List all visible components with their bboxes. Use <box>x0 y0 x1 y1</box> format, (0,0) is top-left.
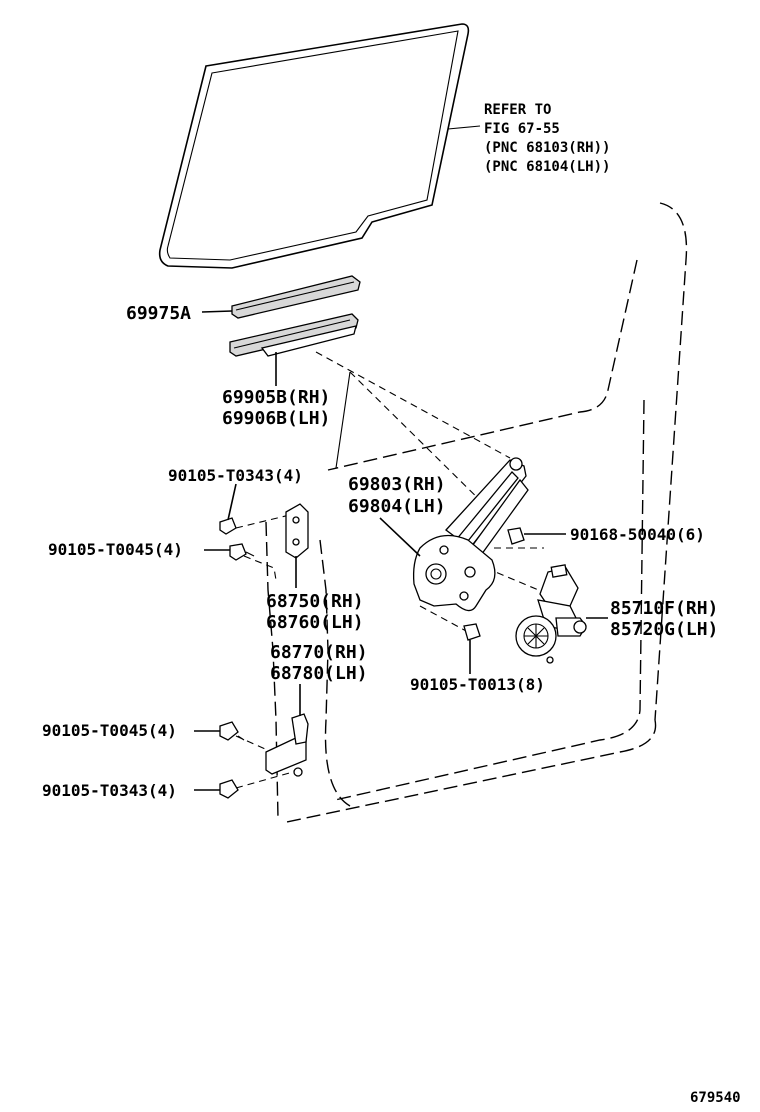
label-68750: 68750(RH) <box>266 591 364 612</box>
label-69906B: 69906B(LH) <box>222 408 330 429</box>
label-90105-T0343-bot: 90105-T0343(4) <box>42 781 177 800</box>
figure-number: 679540 <box>690 1090 741 1106</box>
glass-channel-lower <box>229 313 359 357</box>
label-69905B: 69905B(RH) <box>222 387 330 408</box>
guide-dash-4 <box>243 555 277 581</box>
bolt-90105-T0343-bot <box>219 779 239 799</box>
door-panel-outline <box>265 202 688 824</box>
bolt-90105-T0343-top <box>219 517 237 535</box>
label-90105-T0343-top: 90105-T0343(4) <box>168 466 303 485</box>
guide-dash-9 <box>235 769 301 789</box>
upper-bracket <box>285 503 309 559</box>
label-68760: 68760(LH) <box>266 612 364 633</box>
refer-line4: (PNC 68104(LH)) <box>484 159 610 175</box>
regulator-motor <box>515 564 587 664</box>
leader-90105-T0343-top <box>335 371 351 469</box>
leader-69975A <box>201 310 233 313</box>
refer-line2: FIG 67-55 <box>484 121 560 137</box>
leader-69803 <box>379 517 421 557</box>
label-68780: 68780(LH) <box>270 663 368 684</box>
leader-90105-T0343-top-b <box>227 483 237 521</box>
bolt-90105-T0045-bot <box>219 721 245 741</box>
guide-dash-7 <box>419 605 469 633</box>
label-90105-T0013: 90105-T0013(8) <box>410 675 545 694</box>
label-90105-T0045-top: 90105-T0045(4) <box>48 540 183 559</box>
lower-bracket <box>265 713 309 777</box>
door-glass <box>158 23 470 269</box>
label-69975A: 69975A <box>126 303 191 324</box>
label-90168-50040: 90168-50040(6) <box>570 525 705 544</box>
label-90105-T0045-bot: 90105-T0045(4) <box>42 721 177 740</box>
screw-90168-50040 <box>507 527 525 545</box>
refer-line1: REFER TO <box>484 102 551 118</box>
bolt-90105-T0045-top <box>229 543 255 561</box>
glass-channel-upper <box>231 275 361 319</box>
label-85720G: 85720G(LH) <box>610 619 718 640</box>
label-68770: 68770(RH) <box>270 642 368 663</box>
refer-leader <box>447 125 481 130</box>
label-69803: 69803(RH) <box>348 474 446 495</box>
guide-dash-1 <box>315 351 511 459</box>
refer-line3: (PNC 68103(RH)) <box>484 140 610 156</box>
bolt-90105-T0013 <box>463 623 481 641</box>
window-regulator <box>412 457 529 612</box>
label-85710F: 85710F(RH) <box>610 598 718 619</box>
label-69804: 69804(LH) <box>348 496 446 517</box>
